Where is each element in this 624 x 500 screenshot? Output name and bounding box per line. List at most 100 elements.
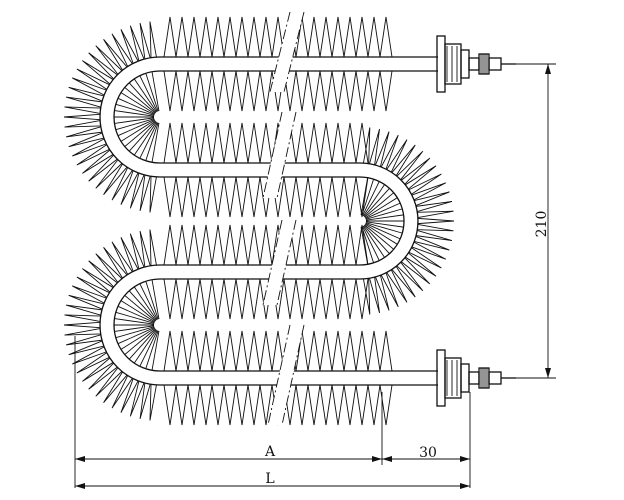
fin xyxy=(223,278,237,320)
bend-inner-fin xyxy=(117,97,155,115)
fin xyxy=(319,384,333,426)
bend-outer-fin xyxy=(65,334,102,346)
fin xyxy=(271,330,285,372)
bend-outer-fin xyxy=(391,266,416,298)
bend-outer-fin xyxy=(411,182,447,201)
fin xyxy=(331,16,345,58)
bend-inner-fin xyxy=(151,279,160,320)
bend-inner-fin xyxy=(365,222,403,234)
fin xyxy=(259,224,273,266)
fin xyxy=(163,330,177,372)
fin xyxy=(199,384,213,426)
collar-dimension-label: 30 xyxy=(419,445,437,461)
bend-outer-fin xyxy=(95,253,123,283)
terminal-nut xyxy=(478,53,490,75)
fin xyxy=(331,384,345,426)
bend-outer-fin xyxy=(95,45,123,75)
bend-inner-fin xyxy=(133,121,158,156)
bend-inner-fin xyxy=(361,179,375,216)
washer xyxy=(460,49,470,79)
fin xyxy=(175,278,189,320)
flange xyxy=(436,349,446,407)
bend-outer-fin xyxy=(82,60,114,85)
fin xyxy=(379,16,393,58)
break-line xyxy=(267,324,291,426)
bend-inner-fin xyxy=(120,327,156,350)
bend-inner-fin xyxy=(361,226,375,263)
break-lines xyxy=(262,11,305,426)
fin xyxy=(355,176,369,218)
fin xyxy=(187,70,201,112)
bend-outer-fin xyxy=(380,272,399,308)
fin xyxy=(223,16,237,58)
fin xyxy=(355,16,369,58)
bend-outer-fin xyxy=(405,165,437,190)
bend-outer-fin xyxy=(139,230,151,267)
bend-outer-fin xyxy=(396,150,424,180)
bend-outer-fin xyxy=(401,257,431,285)
bend-outer-fin xyxy=(103,163,128,195)
fin xyxy=(307,384,321,426)
terminal-nut xyxy=(478,367,490,389)
u-bends xyxy=(99,56,419,386)
fin xyxy=(283,278,297,320)
fin xyxy=(163,176,177,218)
bend-wall xyxy=(99,264,161,386)
fin xyxy=(175,176,189,218)
fin xyxy=(175,224,189,266)
bend-outer-fin xyxy=(374,131,390,167)
bend-inner-fin xyxy=(120,300,156,323)
fin xyxy=(187,384,201,426)
fin xyxy=(175,384,189,426)
bend-inner-fin xyxy=(139,330,158,367)
bend-outer-fin xyxy=(401,157,431,185)
fin xyxy=(331,224,345,266)
bend-inner-fin xyxy=(365,214,404,221)
bend-outer-fin xyxy=(139,175,151,212)
bend-inner-fin xyxy=(114,318,155,325)
fin xyxy=(199,70,213,112)
fin xyxy=(247,330,261,372)
bend-inner-fin xyxy=(124,328,156,355)
fin xyxy=(259,330,273,372)
fin xyxy=(247,70,261,112)
bend-outer-fin xyxy=(120,170,139,205)
arrow-head xyxy=(382,456,392,462)
fin xyxy=(355,70,369,112)
bend-outer-fin xyxy=(416,230,453,241)
bend-outer-fin xyxy=(139,383,151,420)
fin xyxy=(307,70,321,112)
bend-inner-fin xyxy=(115,311,155,324)
bend-outer-fin xyxy=(68,86,104,102)
bend-outer-fin xyxy=(374,275,390,311)
bend-inner-fin xyxy=(115,118,155,131)
bend-outer-fin xyxy=(111,375,133,409)
fin xyxy=(367,384,381,426)
bend-outer-fin xyxy=(65,304,102,316)
height-dimension-label: 210 xyxy=(534,211,550,238)
bend-wall xyxy=(359,176,405,266)
bend-inner-fin xyxy=(363,225,390,254)
fin xyxy=(187,122,201,164)
bend-outer-fin xyxy=(76,68,110,90)
fin xyxy=(307,278,321,320)
fin xyxy=(235,16,249,58)
fin xyxy=(319,122,333,164)
bend-outer-fin xyxy=(88,154,118,182)
bend-inner-fin xyxy=(362,184,385,217)
bend-outer-fin xyxy=(396,262,424,292)
bend-inner-fin xyxy=(145,73,159,112)
bend-inner-fin xyxy=(124,295,156,322)
bend-inner-fin xyxy=(117,327,155,345)
fin xyxy=(235,176,249,218)
bend-outer-fin xyxy=(103,247,128,279)
fin xyxy=(343,384,357,426)
bend-outer-fin xyxy=(380,134,399,170)
arrow-head xyxy=(75,483,85,489)
bend-inner-fin xyxy=(364,224,394,250)
stud xyxy=(468,57,480,71)
fin xyxy=(367,70,381,112)
fin xyxy=(211,176,225,218)
bend-inner-fin xyxy=(362,226,380,261)
